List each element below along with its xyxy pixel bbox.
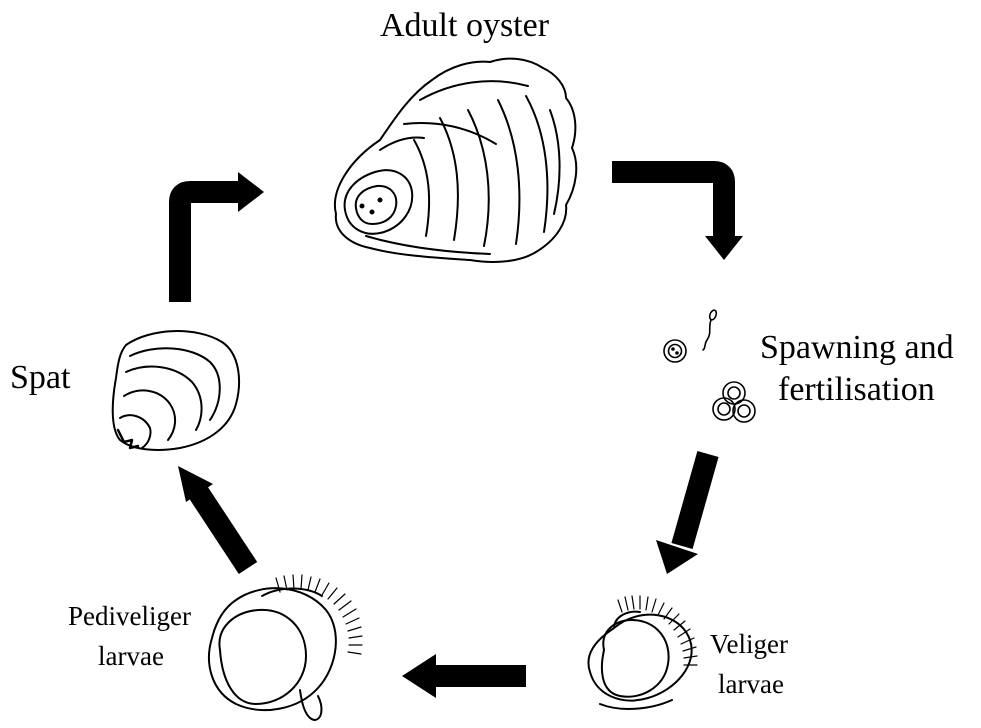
label-pediveliger-line2: larvae xyxy=(98,640,164,672)
label-veliger-line1: Veliger xyxy=(710,628,788,660)
arrow-spat-to-adult xyxy=(180,172,264,302)
spat-illustration xyxy=(113,331,239,450)
label-spawning-line1: Spawning and xyxy=(760,328,954,369)
label-adult-oyster: Adult oyster xyxy=(380,6,549,47)
label-pediveliger-line1: Pediveliger xyxy=(68,600,191,632)
arrow-veliger-to-pediveliger xyxy=(402,654,526,698)
adult-oyster-illustration xyxy=(335,59,576,262)
label-spat: Spat xyxy=(10,358,70,399)
dividing-embryo-illustration xyxy=(713,382,755,422)
arrow-spawning-to-veliger xyxy=(656,454,708,574)
label-veliger-line2: larvae xyxy=(718,668,784,700)
arrow-pediveliger-to-spat xyxy=(178,466,248,568)
egg-and-sperm-illustration xyxy=(664,309,718,362)
arrow-adult-to-spawning xyxy=(612,172,743,260)
label-spawning-line2: fertilisation xyxy=(778,370,935,411)
pediveliger-larva-illustration xyxy=(209,575,362,720)
veliger-larva-illustration xyxy=(588,596,697,709)
